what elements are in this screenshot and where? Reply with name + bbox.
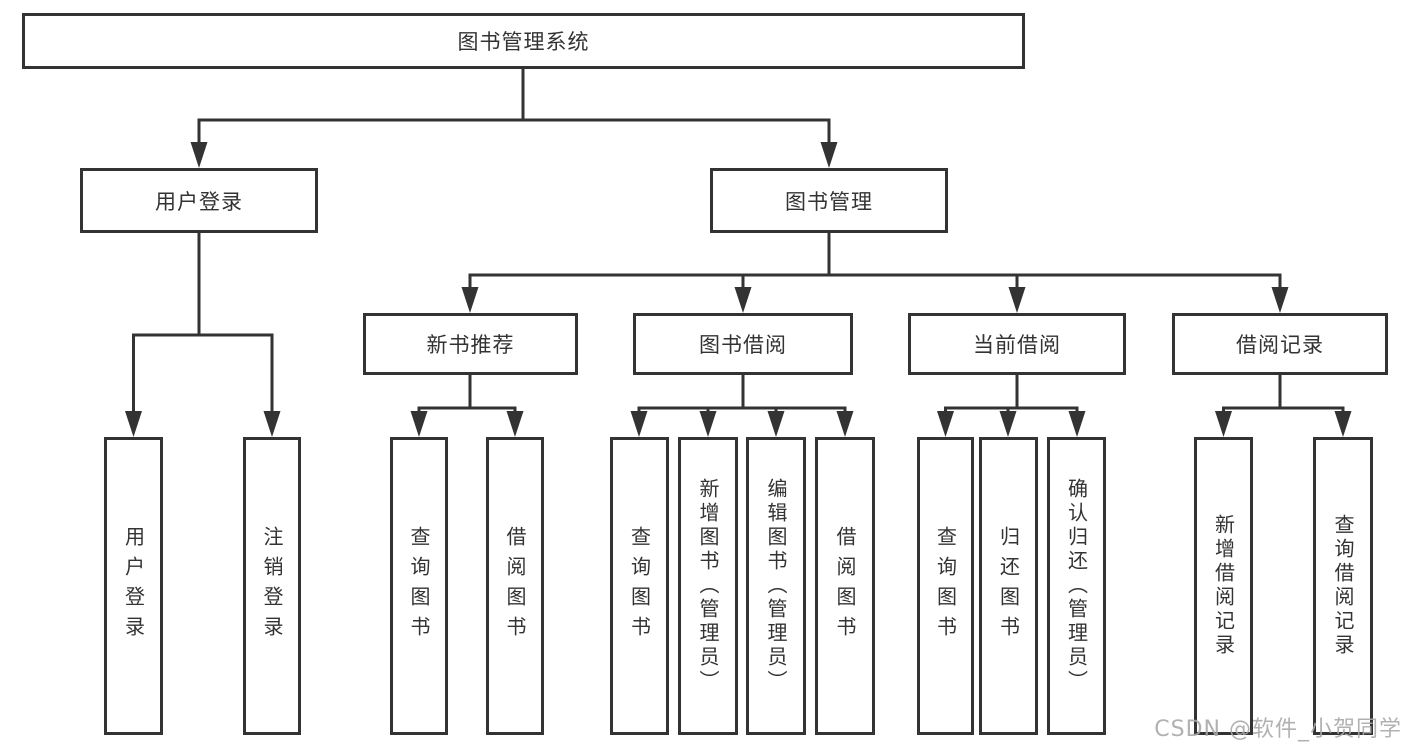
node-root-system: 图书管理系统	[22, 13, 1025, 69]
node-leaf-query-book-3: 查询图书	[917, 437, 974, 735]
node-borrow-records: 借阅记录	[1172, 313, 1388, 375]
node-leaf-confirm-return-admin: 确认归还（管理员）	[1047, 437, 1106, 735]
node-user-login: 用户登录	[80, 168, 318, 233]
node-leaf-query-borrow-record: 查询借阅记录	[1313, 437, 1373, 735]
watermark-text: CSDN @软件_小贺同学	[1154, 717, 1402, 742]
node-new-book-recommend: 新书推荐	[363, 313, 578, 375]
node-book-borrow: 图书借阅	[633, 313, 853, 375]
node-leaf-query-book-1: 查询图书	[390, 437, 448, 735]
node-leaf-logout: 注销登录	[243, 437, 301, 735]
node-current-borrow: 当前借阅	[908, 313, 1126, 375]
node-leaf-borrow-book-1: 借阅图书	[486, 437, 544, 735]
node-leaf-borrow-book-2: 借阅图书	[815, 437, 875, 735]
node-book-management: 图书管理	[710, 168, 948, 233]
node-leaf-query-book-2: 查询图书	[610, 437, 669, 735]
node-leaf-return-book: 归还图书	[979, 437, 1038, 735]
node-leaf-add-book-admin: 新增图书（管理员）	[678, 437, 738, 735]
node-leaf-edit-book-admin: 编辑图书（管理员）	[746, 437, 806, 735]
node-leaf-user-login: 用户登录	[104, 437, 163, 735]
node-leaf-add-borrow-record: 新增借阅记录	[1194, 437, 1253, 735]
